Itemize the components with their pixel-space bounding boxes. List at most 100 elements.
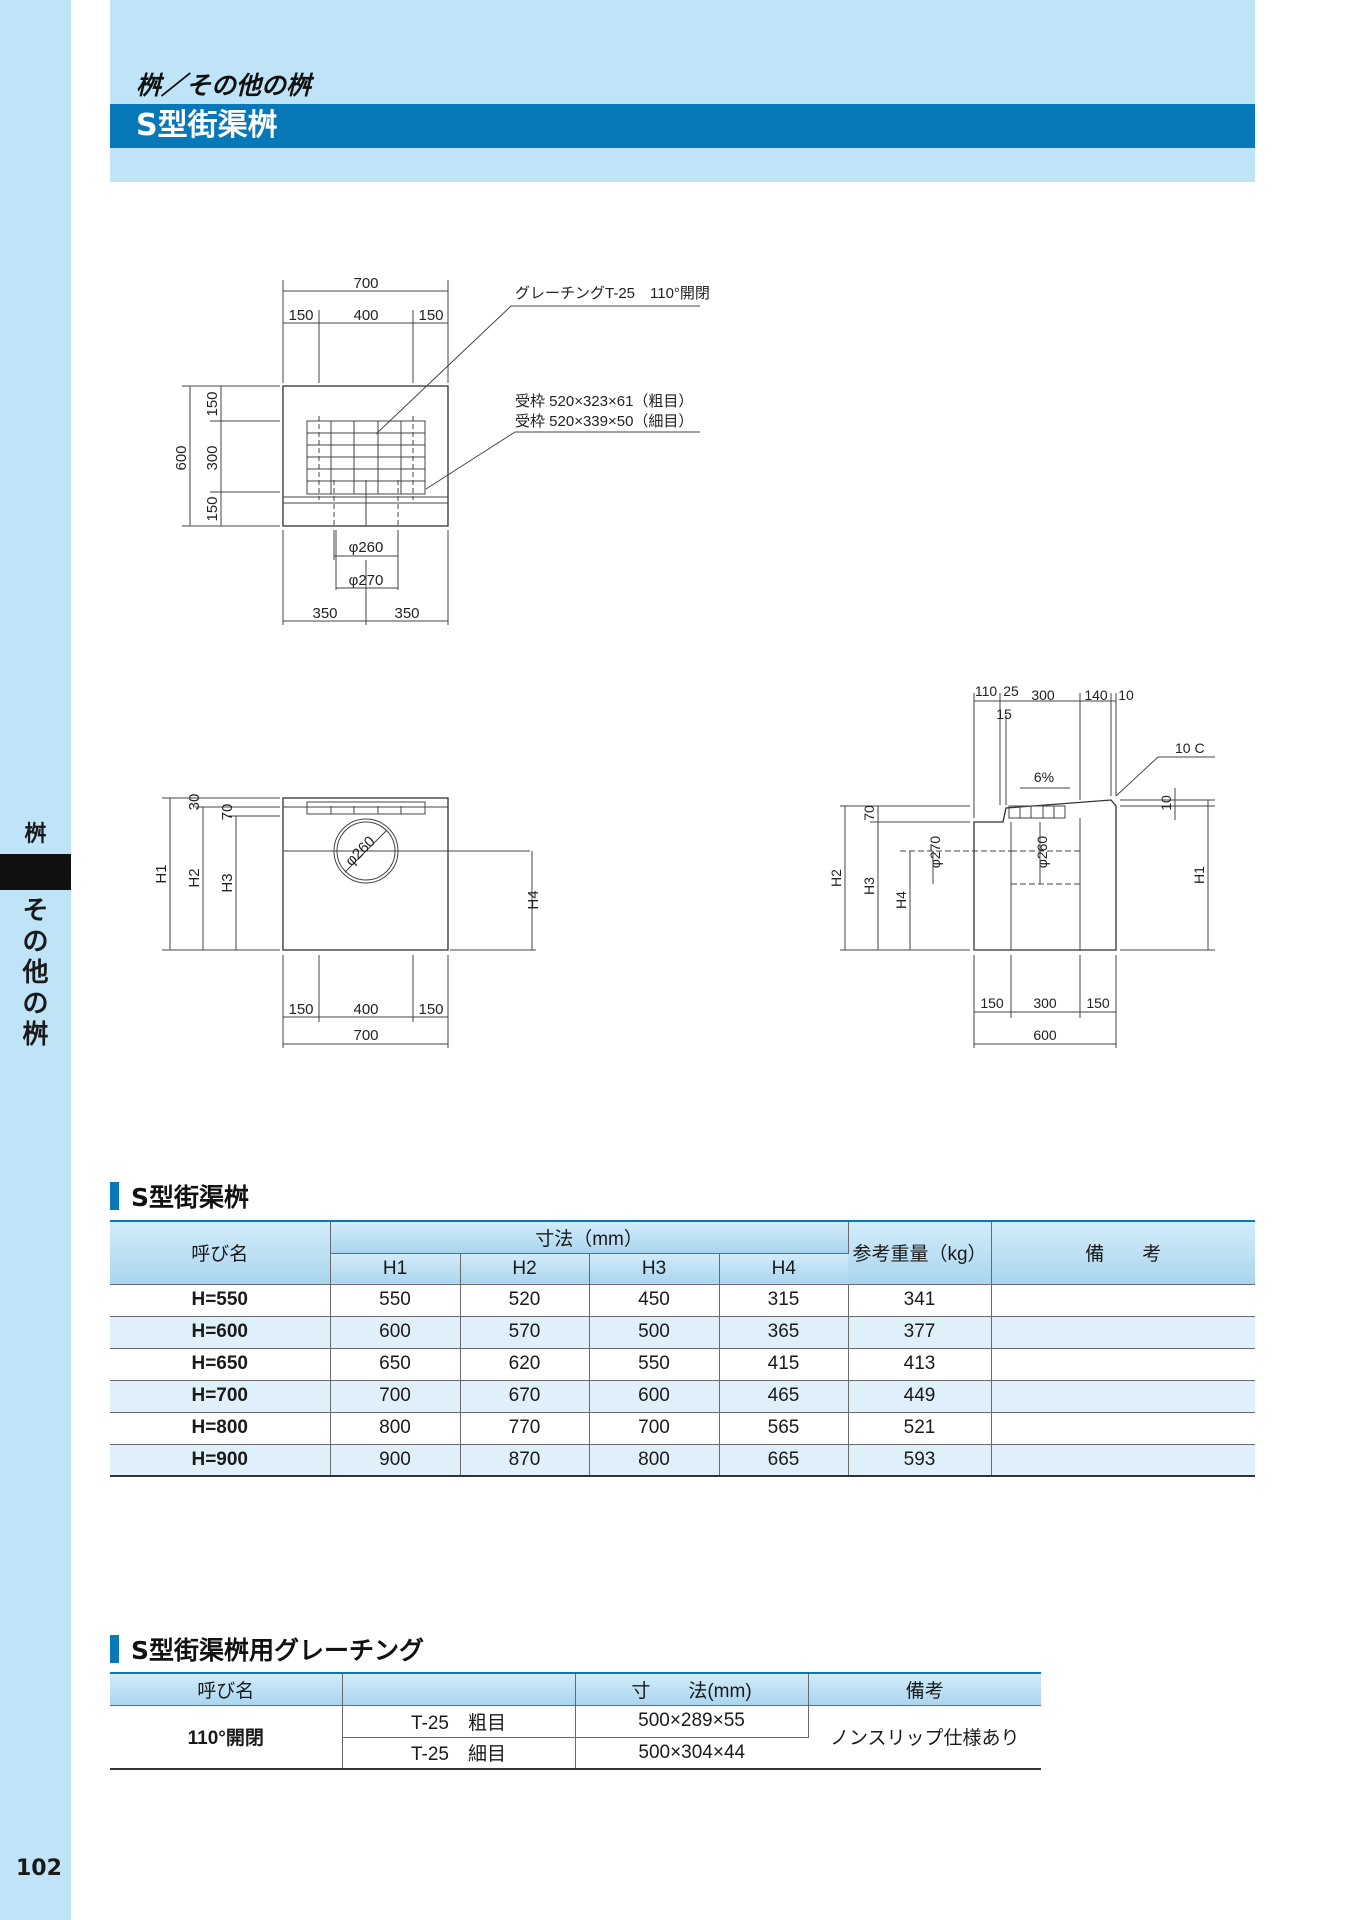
cell-dims: 500×289×55 (575, 1705, 809, 1738)
side-dim-110: 110 (975, 683, 998, 699)
side-char: そ (22, 896, 49, 926)
side-chamfer: 10 C (1175, 740, 1205, 756)
side-dim-bot-mid: 300 (1033, 995, 1057, 1011)
cell-weight: 413 (848, 1348, 992, 1381)
plan-note-frame-2: 受枠 520×339×50（細目） (515, 413, 693, 430)
front-dim-bot-left: 150 (288, 1001, 313, 1018)
cell-h2: 870 (460, 1444, 590, 1477)
col-header-dims: 寸法（mm） (330, 1221, 849, 1254)
side-slope: 6% (1034, 769, 1054, 785)
cell-name: H=900 (110, 1444, 331, 1477)
front-dim-h1: H1 (153, 864, 170, 883)
cell-h2: 620 (460, 1348, 590, 1381)
cell-name: 110°開閉 (110, 1705, 343, 1770)
side-char: 他 (22, 958, 49, 988)
col-header-h3: H3 (589, 1253, 720, 1285)
cell-h4: 565 (719, 1412, 849, 1445)
cell-weight: 377 (848, 1316, 992, 1349)
technical-drawing: 700 150 400 150 600 150 300 150 φ260 φ27… (153, 275, 1215, 1048)
front-dim-h2: H2 (186, 868, 203, 887)
front-dim-h4: H4 (525, 890, 542, 909)
col-header-h2: H2 (460, 1253, 590, 1285)
plan-dim-bot-left: 350 (312, 605, 337, 622)
header-band (110, 0, 1255, 182)
front-dim-bot-right: 150 (418, 1001, 443, 1018)
cell-type: T-25 細目 (342, 1737, 576, 1770)
cell-h1: 550 (330, 1284, 461, 1317)
cell-weight: 593 (848, 1444, 992, 1477)
plan-dim-left-mid: 300 (204, 445, 221, 470)
col-header-remarks: 備 考 (991, 1221, 1256, 1285)
cell-h4: 415 (719, 1348, 849, 1381)
cell-dims: 500×304×44 (575, 1737, 808, 1770)
side-dim-140: 140 (1084, 687, 1108, 703)
cell-name: H=650 (110, 1348, 331, 1381)
side-dim-15: 15 (996, 706, 1012, 722)
table-row: H=650 650 620 550 415 413 (110, 1348, 1256, 1381)
side-dim-h1: H1 (1191, 866, 1207, 884)
cell-h3: 700 (589, 1412, 720, 1445)
cell-weight: 449 (848, 1380, 992, 1413)
side-index-marker (0, 854, 71, 890)
grating-spec-table: 呼び名 寸 法(mm) 備考 110°開閉 T-25 粗目 500×289×55… (110, 1672, 1041, 1770)
section-marker (110, 1635, 119, 1663)
cell-remarks (991, 1444, 1256, 1477)
front-dim-70: 70 (219, 804, 236, 821)
col-header-dims: 寸 法(mm) (575, 1673, 809, 1706)
front-dim-h3: H3 (219, 873, 236, 892)
cell-h3: 450 (589, 1284, 720, 1317)
side-dim-bot-right: 150 (1086, 995, 1110, 1011)
table-row: H=800 800 770 700 565 521 (110, 1412, 1256, 1445)
side-dim-h4: H4 (893, 891, 909, 909)
side-index-strip (0, 0, 71, 1920)
col-header-type (342, 1673, 576, 1706)
cell-weight: 521 (848, 1412, 992, 1445)
cell-name: H=550 (110, 1284, 331, 1317)
side-dim-300: 300 (1031, 687, 1055, 703)
cell-h1: 900 (330, 1444, 461, 1477)
plan-dim-left-total: 600 (173, 445, 190, 470)
section-marker (110, 1182, 119, 1210)
cell-h1: 800 (330, 1412, 461, 1445)
table-row: H=900 900 870 800 665 593 (110, 1444, 1256, 1477)
section-title-text: S型街渠桝用グレーチング (131, 1636, 425, 1665)
cell-name: H=700 (110, 1380, 331, 1413)
cell-h3: 550 (589, 1348, 720, 1381)
plan-dim-top-right: 150 (418, 307, 443, 324)
section-title-basin: S型街渠桝 (110, 1181, 250, 1212)
cell-h2: 770 (460, 1412, 590, 1445)
cell-name: H=800 (110, 1412, 331, 1445)
plan-dim-top-left: 150 (288, 307, 313, 324)
side-dim-h2: H2 (828, 869, 844, 887)
cell-remarks (991, 1316, 1256, 1349)
side-dim-10: 10 (1118, 687, 1134, 703)
side-dim-phi-b: φ260 (1034, 836, 1050, 869)
plan-dim-phi-a: φ260 (349, 539, 384, 556)
basin-spec-table: 呼び名 寸法（mm） 参考重量（kg） 備 考 H1 H2 H3 H4 H=55… (110, 1220, 1256, 1477)
plan-dim-bot-right: 350 (394, 605, 419, 622)
table-row: T-25 細目 500×304×44 (110, 1737, 1041, 1770)
page-number: 102 (16, 1856, 62, 1881)
side-dim-phi-a: φ270 (927, 836, 943, 869)
col-header-name: 呼び名 (110, 1221, 331, 1285)
cell-remarks (991, 1284, 1256, 1317)
col-header-h1: H1 (330, 1253, 461, 1285)
side-char: の (22, 989, 49, 1019)
side-char: 桝 (22, 1020, 49, 1050)
cell-h2: 670 (460, 1380, 590, 1413)
section-title-text: S型街渠桝 (131, 1183, 250, 1212)
side-dim-h3: H3 (861, 877, 877, 895)
cell-remarks (991, 1412, 1256, 1445)
cell-h1: 650 (330, 1348, 461, 1381)
front-grating (306, 801, 426, 815)
cell-h1: 700 (330, 1380, 461, 1413)
header-title-bar (110, 104, 1255, 148)
plan-dim-left-top: 150 (204, 391, 221, 416)
col-header-remarks: 備考 (808, 1673, 1041, 1706)
cell-type: T-25 粗目 (342, 1705, 576, 1738)
cell-remarks (991, 1348, 1256, 1381)
table-row: H=600 600 570 500 365 377 (110, 1316, 1256, 1349)
header-category: 桝／その他の桝 (136, 71, 312, 100)
side-index-vertical-label: そ の 他 の 桝 (0, 896, 71, 1051)
plan-dim-phi-b: φ270 (349, 572, 384, 589)
